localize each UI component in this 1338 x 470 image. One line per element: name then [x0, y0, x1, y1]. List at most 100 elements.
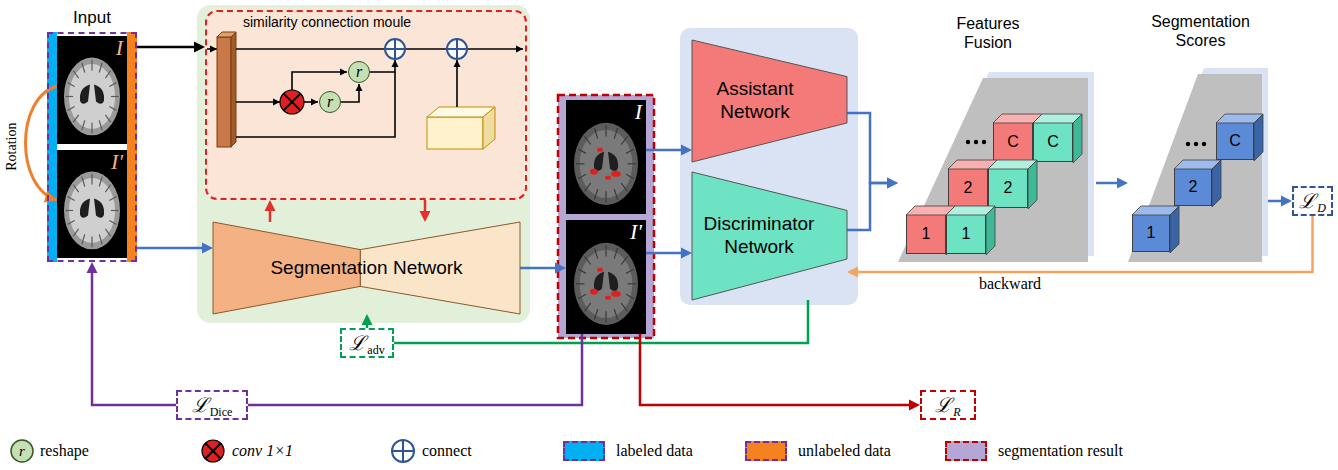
module-wire — [370, 60, 395, 72]
brain-sulcus — [614, 309, 617, 320]
ellipsis-dot — [1202, 142, 1206, 146]
brain-sulcus — [594, 248, 597, 259]
connector — [640, 334, 920, 411]
segmentation-result-rotated: I' — [566, 220, 646, 334]
connector — [265, 200, 276, 222]
connector — [137, 42, 205, 53]
ventricle — [608, 152, 618, 171]
loss-symbol: ℒR — [935, 395, 960, 415]
brain-sulcus — [105, 229, 110, 237]
brain-sulcus — [73, 71, 78, 79]
brain-slice-rotated: I' — [57, 150, 127, 258]
lesion — [590, 289, 598, 295]
feature-cube: 2 — [948, 168, 988, 208]
connect-symbol — [447, 39, 467, 59]
loss-symbol: ℒadv — [349, 333, 384, 353]
brain-sulcus — [82, 234, 85, 244]
module-art — [207, 12, 529, 202]
brain-sulcus — [626, 294, 634, 298]
loss-letter: ℒ — [1299, 191, 1316, 211]
channel-label: 2 — [1004, 180, 1013, 196]
reshape-label: r — [356, 64, 362, 80]
reshape-node: r — [319, 91, 341, 113]
connect-symbol — [392, 440, 414, 462]
module-wire — [341, 84, 359, 102]
segmentation-network: Segmentation Network — [213, 222, 520, 314]
brain-sulcus — [99, 234, 102, 244]
segmentation-result: I — [566, 100, 646, 214]
connector-line — [26, 86, 58, 200]
legend-label: labeled data — [616, 441, 693, 461]
mri-background — [57, 36, 127, 144]
connector — [847, 113, 898, 189]
arrowhead — [362, 314, 373, 325]
lesion — [605, 176, 611, 180]
features-fusion-panel: Features FusionCC2211 — [898, 14, 1096, 264]
legend-label: conv 1×1 — [232, 441, 293, 461]
arrowhead — [681, 145, 692, 156]
cube-faces — [1132, 205, 1180, 253]
module-arrowhead — [516, 46, 523, 53]
brain-sulcus — [67, 196, 74, 200]
brain-sulcus — [605, 311, 606, 322]
slab — [898, 78, 1088, 262]
connector — [26, 86, 58, 202]
network-label: Discriminator Network — [696, 213, 822, 259]
brain-sulcus — [585, 256, 591, 264]
cube-side — [1212, 160, 1221, 207]
loss-letter: ℒ — [349, 333, 366, 353]
feature-cube: C — [993, 122, 1033, 162]
encoder-shape — [692, 172, 847, 300]
brain-sulcus — [614, 128, 617, 139]
attention-cube-side — [483, 107, 495, 149]
connector — [87, 262, 177, 405]
brain-sulcus — [614, 189, 617, 200]
slab — [1128, 74, 1262, 262]
cube-side — [1028, 160, 1037, 209]
attention-cube — [427, 117, 483, 149]
reshape-node: r — [348, 61, 370, 83]
brain-white-matter — [69, 178, 115, 243]
legend-label: reshape — [40, 441, 89, 461]
brain-sulcus — [73, 229, 78, 237]
cube-side — [1254, 114, 1263, 161]
edge-label: backward — [976, 275, 1044, 293]
brain-sulcus — [99, 63, 102, 73]
brain-sulcus — [585, 303, 591, 311]
arrowhead — [1281, 196, 1292, 207]
stack-title: Input — [49, 7, 135, 29]
feature-cube: 2 — [988, 168, 1028, 208]
image-label: I — [116, 36, 123, 60]
lesion — [605, 296, 611, 300]
brain-slice: I — [57, 36, 127, 144]
network-label-box: Discriminator Network — [696, 172, 822, 300]
connector — [1096, 178, 1128, 189]
image-label: I' — [630, 220, 642, 244]
brain-sulcus — [105, 71, 110, 79]
legend-swatch — [745, 441, 787, 461]
cube-faces — [1174, 159, 1222, 207]
conv-symbol — [280, 90, 304, 114]
mri-background — [566, 100, 646, 214]
ventricle — [608, 272, 618, 291]
connector-line — [646, 252, 684, 255]
assistant-network: Assistant Network — [692, 40, 847, 162]
connect-cross — [394, 39, 396, 59]
connector-line — [92, 270, 176, 405]
channel-label: 1 — [922, 226, 931, 242]
module-wire — [236, 48, 523, 50]
network-panel — [197, 5, 530, 323]
brain-sulcus — [585, 183, 591, 191]
channel-label: C — [1007, 134, 1019, 150]
brain-sulcus — [91, 60, 92, 71]
conv-cross — [205, 443, 220, 458]
ventricle — [94, 198, 104, 217]
connect-cross — [456, 39, 458, 59]
brain-white-matter — [580, 250, 633, 318]
brain-sulcus — [99, 120, 102, 130]
arrowhead — [887, 178, 898, 189]
arrowhead — [555, 263, 566, 274]
feature-bar — [217, 37, 231, 147]
